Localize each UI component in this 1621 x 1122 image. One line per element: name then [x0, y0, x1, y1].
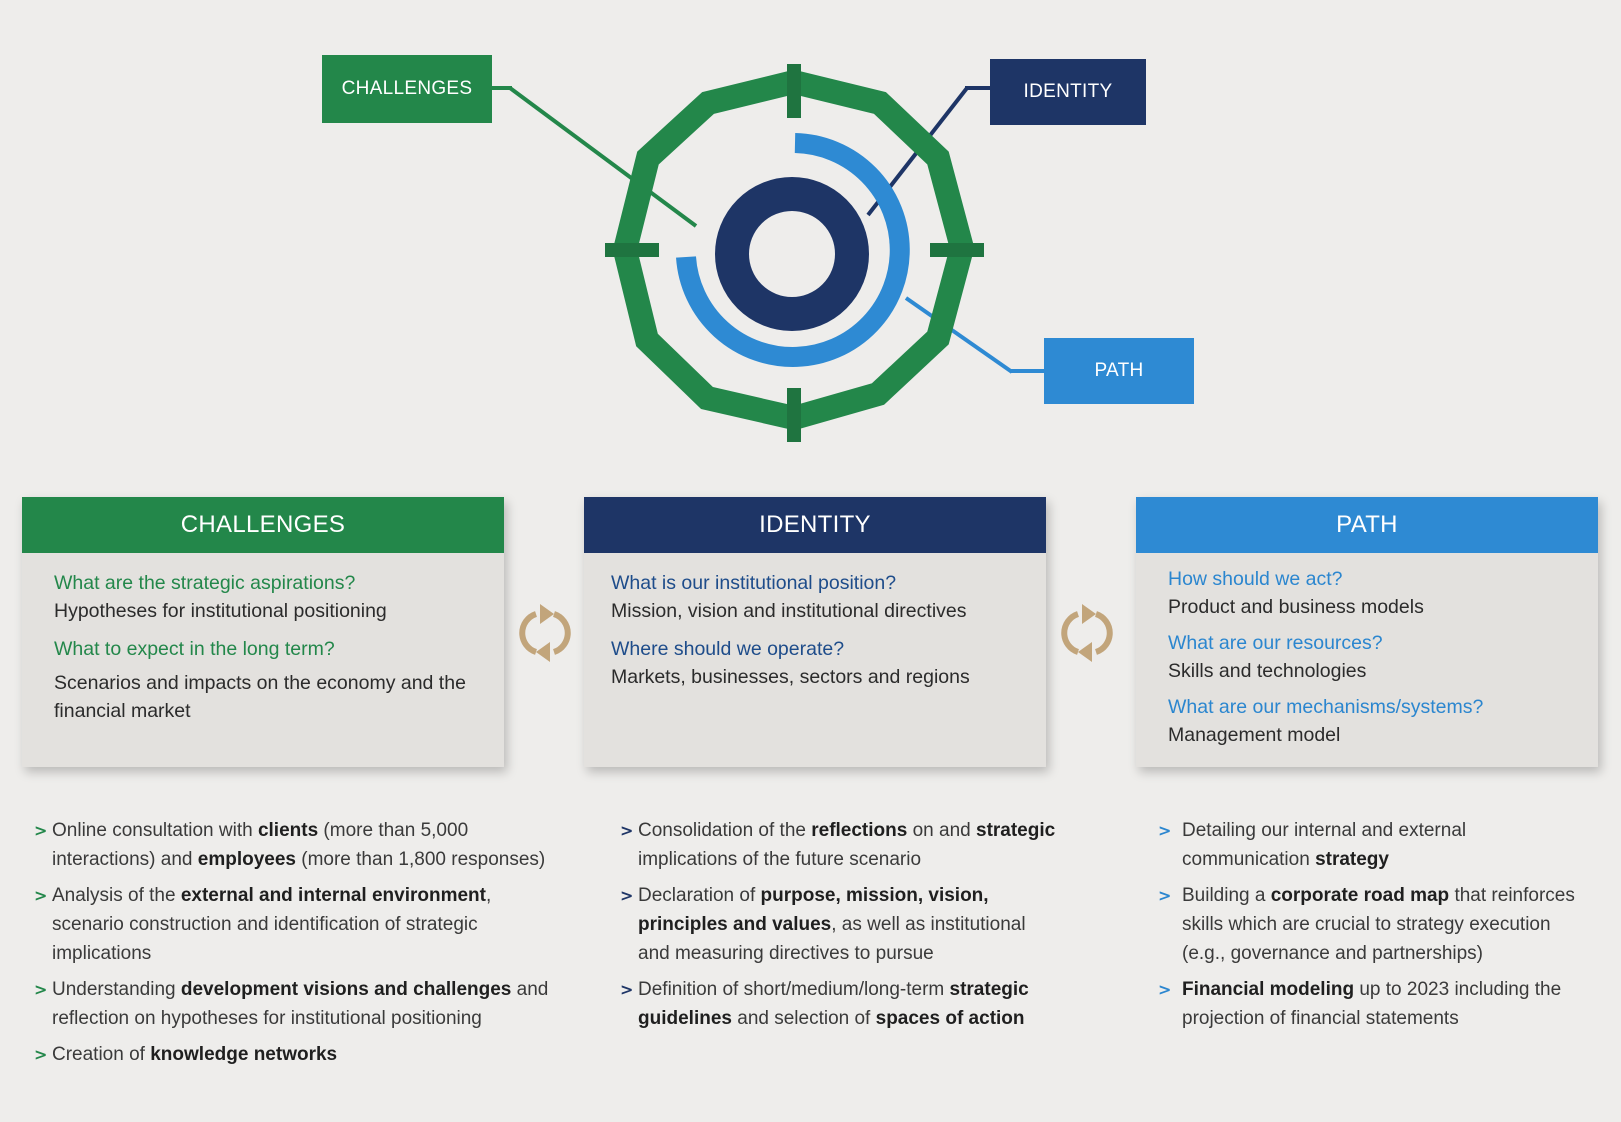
- bullet-arrow-icon: >: [1158, 980, 1172, 999]
- list-item-highlight: knowledge networks: [150, 1044, 338, 1065]
- bullet-arrow-icon: >: [1158, 886, 1172, 905]
- list-item-highlight: employees: [197, 849, 296, 870]
- list-item-text: Analysis of the: [52, 885, 181, 906]
- identity-card-title: IDENTITY: [584, 497, 1046, 553]
- list-item-text: Consolidation of the: [638, 820, 812, 841]
- list-item-text: Definition of short/medium/long-term: [638, 979, 950, 1000]
- list-item-text: and reflection on hypotheses for institu…: [52, 979, 549, 1029]
- path-question-1: How should we act?: [1168, 568, 1343, 590]
- list-item: >Definition of short/medium/long-term st…: [620, 975, 1060, 1033]
- challenges-tag: CHALLENGES: [322, 55, 492, 123]
- list-item: >Analysis of the external and internal e…: [34, 881, 564, 968]
- bullet-arrow-icon: >: [34, 821, 48, 840]
- identity-list: >Consolidation of the reflections on and…: [620, 816, 1060, 1040]
- path-answer-3: Management model: [1168, 724, 1341, 746]
- list-item: > Building a corporate road map that rein…: [1158, 881, 1598, 968]
- path-card: PATH How should we act? Product and busi…: [1136, 497, 1598, 767]
- list-item-text: , as well as institutional and measuring…: [638, 914, 1026, 964]
- list-item-text: Understanding: [52, 979, 181, 1000]
- list-item-highlight: clients: [257, 820, 319, 841]
- path-card-title: PATH: [1136, 497, 1598, 553]
- list-item-text: Creation of: [52, 1044, 151, 1065]
- outer-ring: [612, 69, 975, 431]
- bullet-arrow-icon: >: [1158, 821, 1172, 840]
- list-item-highlight: strategic guidelines: [638, 979, 1029, 1029]
- list-item-highlight: spaces of action: [875, 1008, 1025, 1029]
- challenges-card-title: CHALLENGES: [22, 497, 504, 553]
- list-item-highlight: strategy: [1315, 849, 1389, 870]
- list-item: > Financial modeling up to 2023 including…: [1158, 975, 1598, 1033]
- tick-left: [605, 243, 659, 257]
- challenges-answer-2: Scenarios and impacts on the economy and…: [54, 672, 466, 722]
- path-tag: PATH: [1044, 338, 1194, 404]
- path-answer-2: Skills and technologies: [1168, 660, 1367, 682]
- list-item-text: (more than 5,000 interactions) and: [52, 820, 469, 870]
- path-question-2: What are our resources?: [1168, 632, 1383, 654]
- list-item-text: Detailing our internal and external comm…: [1182, 820, 1467, 870]
- identity-card-body: What is our institutional position? Miss…: [584, 553, 1046, 719]
- bullet-arrow-icon: >: [620, 980, 634, 999]
- identity-card: IDENTITY What is our institutional posit…: [584, 497, 1046, 767]
- target-diagram: [490, 64, 1046, 442]
- list-item-text: on and: [907, 820, 976, 841]
- list-item: >Declaration of purpose, mission, vision…: [620, 881, 1060, 968]
- list-item: >Online consultation with clients (more …: [34, 816, 564, 874]
- list-item: > Detailing our internal and external com…: [1158, 816, 1598, 874]
- challenges-connector-diag: [508, 86, 698, 228]
- bullet-arrow-icon: >: [34, 980, 48, 999]
- tick-top: [787, 64, 801, 118]
- challenges-card: CHALLENGES What are the strategic aspira…: [22, 497, 504, 767]
- list-item-highlight: corporate road map: [1270, 885, 1450, 906]
- path-list: > Detailing our internal and external com…: [1158, 816, 1598, 1040]
- cycle-arrows-icon: [519, 604, 571, 662]
- tick-right: [930, 243, 984, 257]
- list-item: >Consolidation of the reflections on and…: [620, 816, 1060, 874]
- list-item-text: implications of the future scenario: [638, 849, 922, 870]
- challenges-card-body: What are the strategic aspirations? Hypo…: [22, 553, 504, 753]
- list-item-text: and selection of: [731, 1008, 876, 1029]
- list-item-highlight: reflections: [811, 820, 908, 841]
- challenges-list: >Online consultation with clients (more …: [34, 816, 564, 1076]
- list-item-text: that reinforces skills which are crucial…: [1182, 885, 1575, 964]
- path-connector-diag: [904, 296, 1014, 374]
- identity-question-2: Where should we operate?: [611, 638, 845, 660]
- path-question-3: What are our mechanisms/systems?: [1168, 696, 1484, 718]
- list-item-highlight: Financial modeling: [1182, 979, 1355, 1000]
- list-item-text: Online consultation with: [52, 820, 258, 841]
- tick-bottom: [787, 388, 801, 442]
- list-item-highlight: purpose, mission, vision, principles and…: [638, 885, 989, 935]
- middle-arc: [676, 133, 910, 367]
- bullet-arrow-icon: >: [34, 886, 48, 905]
- list-item-highlight: external and internal environment: [180, 885, 486, 906]
- list-item-text: Building a: [1182, 885, 1271, 906]
- identity-question-1: What is our institutional position?: [611, 572, 897, 594]
- identity-tag: IDENTITY: [990, 59, 1146, 125]
- identity-answer-2: Markets, businesses, sectors and regions: [611, 666, 970, 688]
- identity-answer-1: Mission, vision and institutional direct…: [611, 600, 967, 622]
- challenges-answer-1: Hypotheses for institutional positioning: [54, 600, 387, 622]
- path-answer-1: Product and business models: [1168, 596, 1424, 618]
- bullet-arrow-icon: >: [620, 821, 634, 840]
- bullet-arrow-icon: >: [620, 886, 634, 905]
- list-item: >Creation of knowledge networks: [34, 1040, 564, 1069]
- list-item-text: , scenario construction and identificati…: [52, 885, 492, 964]
- list-item-highlight: development visions and challenges: [180, 979, 512, 1000]
- inner-ring: [715, 177, 869, 331]
- challenges-question-2: What to expect in the long term?: [54, 638, 335, 660]
- list-item-text: up to 2023 including the projection of f…: [1182, 979, 1562, 1029]
- cycle-arrows-icon: [1061, 604, 1113, 662]
- challenges-question-1: What are the strategic aspirations?: [54, 572, 356, 594]
- list-item-text: (more than 1,800 responses): [295, 849, 546, 870]
- bullet-arrow-icon: >: [34, 1045, 48, 1064]
- list-item-highlight: strategic: [976, 820, 1056, 841]
- path-card-body: How should we act? Product and business …: [1136, 553, 1598, 775]
- list-item: >Understanding development visions and c…: [34, 975, 564, 1033]
- list-item-text: Declaration of: [638, 885, 761, 906]
